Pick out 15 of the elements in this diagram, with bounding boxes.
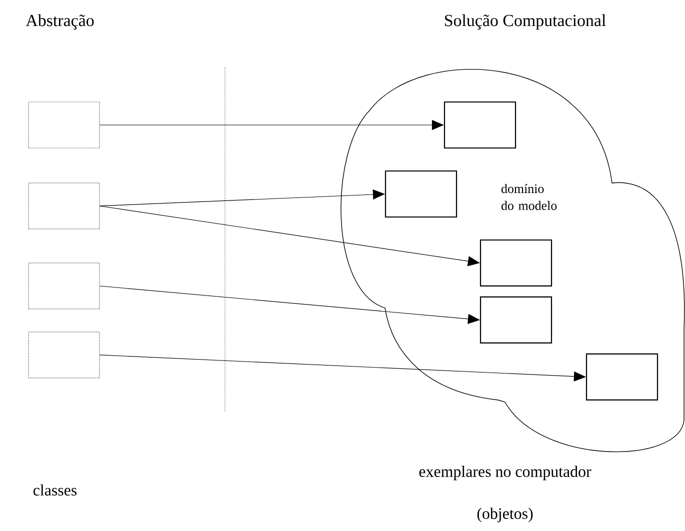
object-box bbox=[384, 170, 458, 218]
object-box bbox=[586, 353, 658, 401]
text-label: Solução Computacional bbox=[445, 14, 606, 30]
text-label: exemplares no computador bbox=[419, 466, 592, 480]
cloud-shape: domínio do modelo bbox=[340, 69, 685, 452]
class-box bbox=[28, 182, 100, 230]
object-box bbox=[480, 239, 552, 287]
text-label: Abstração bbox=[26, 14, 94, 30]
class-box bbox=[28, 262, 100, 310]
class-box bbox=[28, 332, 100, 378]
text-label: (objetos) bbox=[477, 508, 533, 522]
class-box bbox=[28, 102, 100, 148]
object-box bbox=[480, 296, 552, 344]
text-label: classes bbox=[33, 484, 77, 496]
object-box bbox=[444, 101, 516, 149]
